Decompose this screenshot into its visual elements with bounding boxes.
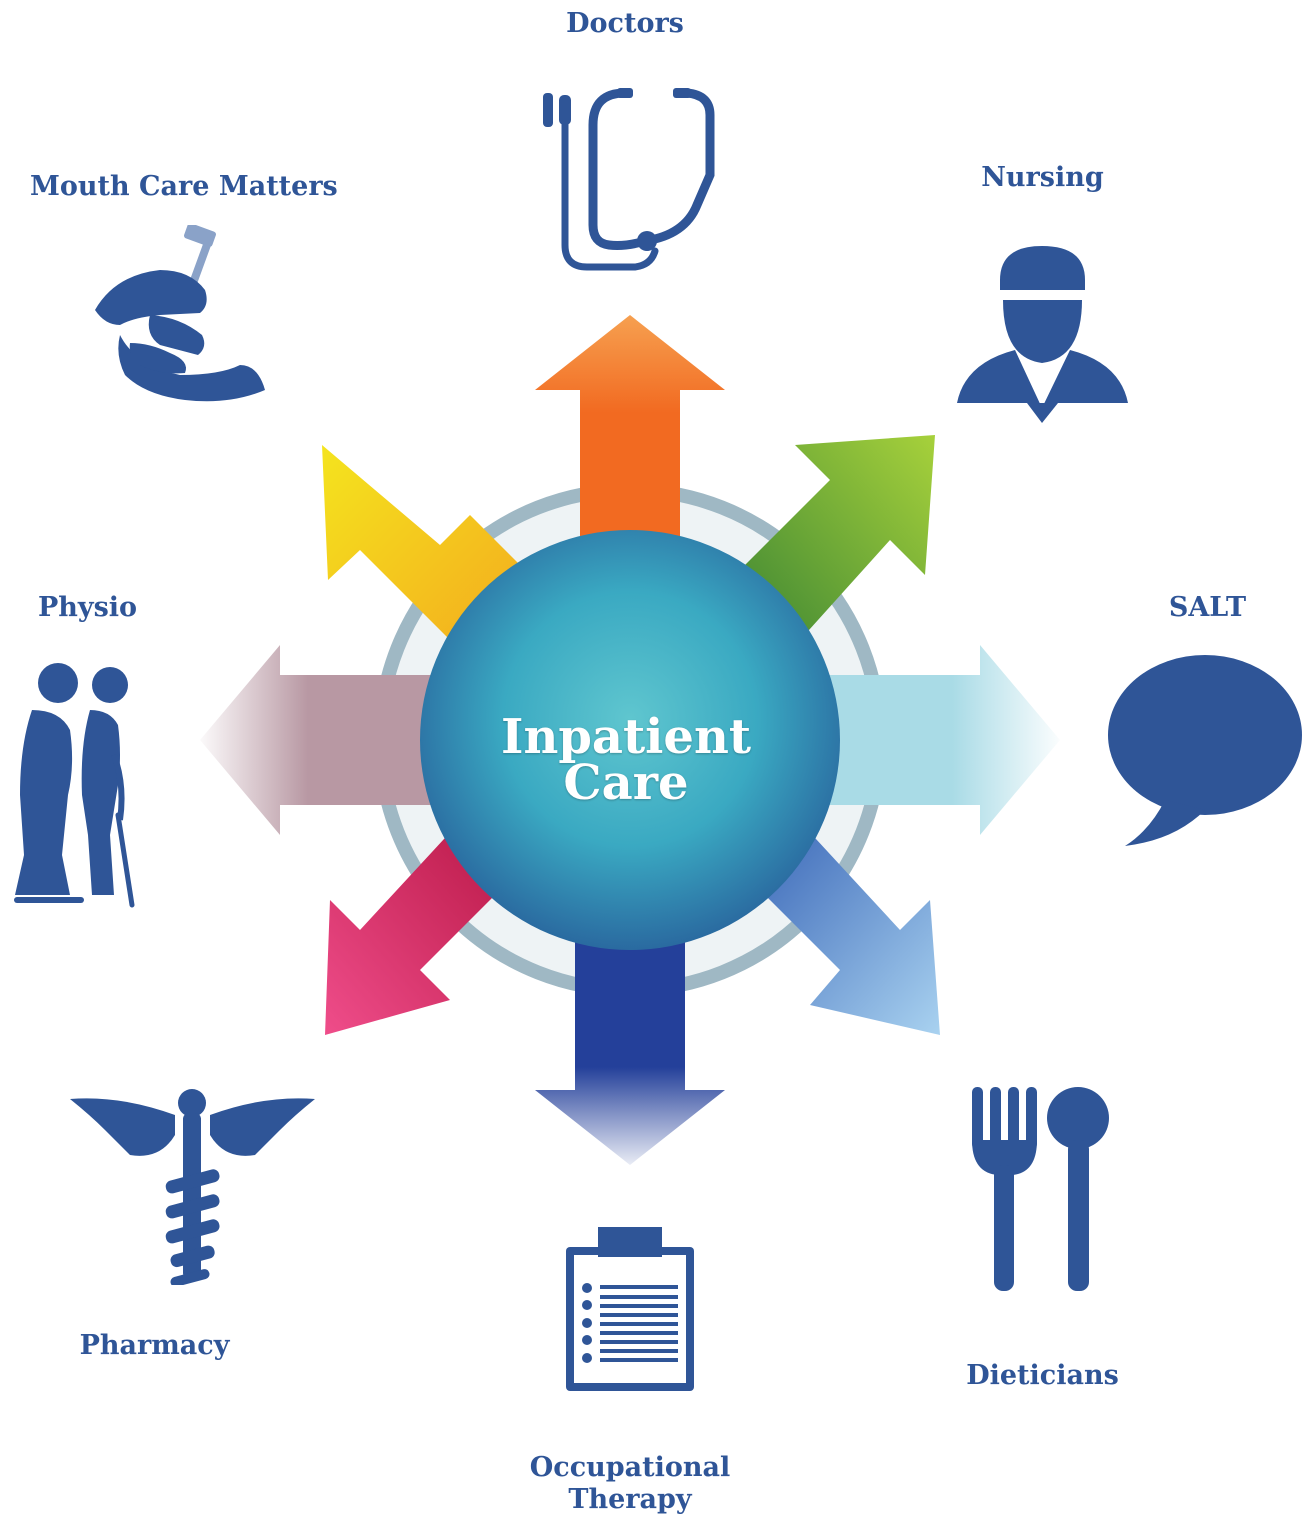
hub-title-line1: Inpatient [500, 709, 752, 765]
walking-assist-icon [10, 655, 140, 910]
dieticians-label: Dieticians [966, 1360, 1119, 1391]
arrow-right [820, 645, 1060, 835]
mouth-care-label: Mouth Care Matters [30, 171, 338, 202]
salt-label: SALT [1168, 592, 1247, 623]
occupational-therapy-line1: Occupational [529, 1452, 731, 1483]
nurse-icon [955, 238, 1130, 423]
doctors-label: Doctors [566, 8, 684, 39]
clipboard-icon [560, 1225, 700, 1395]
occupational-therapy-line2: Therapy [568, 1484, 692, 1516]
arrow-left [200, 645, 440, 835]
hub-graphic [200, 315, 1060, 1165]
caduceus-icon [70, 1085, 315, 1285]
hub-title: Inpatient Care [456, 709, 796, 811]
toothbrush-hands-icon [90, 225, 270, 405]
hub-title-line2: Care [563, 754, 689, 811]
speech-bubble-icon [1105, 650, 1305, 850]
hub-center [420, 530, 840, 950]
arrow-up [535, 315, 725, 560]
nursing-label: Nursing [981, 162, 1104, 193]
fork-spoon-icon [968, 1085, 1118, 1295]
occupational-therapy-label: Occupational Therapy [510, 1452, 750, 1517]
stethoscope-icon [535, 85, 720, 275]
arrow-down [535, 920, 725, 1165]
physio-label: Physio [37, 592, 138, 623]
pharmacy-label: Pharmacy [79, 1330, 230, 1361]
